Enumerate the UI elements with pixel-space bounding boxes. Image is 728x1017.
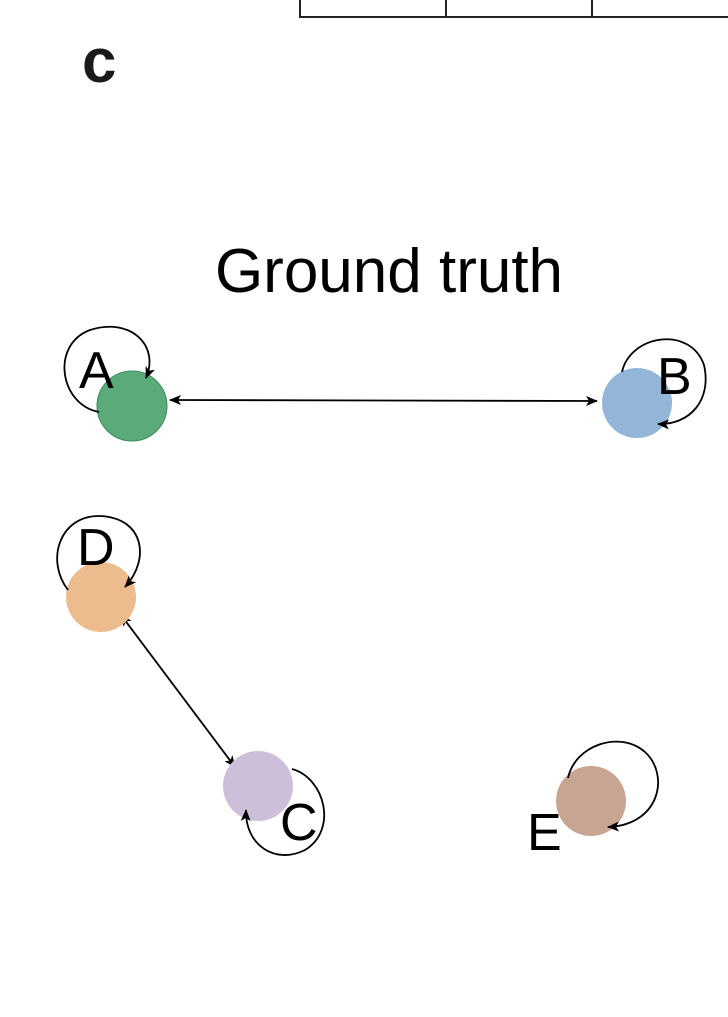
- panel-title: Ground truth: [215, 237, 563, 306]
- self-loop-a: [63, 325, 155, 413]
- self-loop-c: [240, 768, 326, 856]
- self-loop-d: [56, 515, 141, 591]
- node-e-circle: [556, 766, 626, 836]
- node-c-circle: [223, 751, 293, 821]
- edge-a-b: [169, 395, 598, 406]
- self-loop-b: [621, 338, 707, 430]
- edge-d-c: [120, 614, 236, 768]
- node-d-circle: [66, 562, 136, 632]
- node-e-label: E: [527, 804, 562, 862]
- edges: [120, 395, 598, 768]
- node-b-label: B: [657, 348, 692, 406]
- panel-letter: c: [82, 27, 116, 96]
- node-c-label: C: [280, 794, 318, 852]
- node-a-circle: [96, 370, 168, 442]
- self-loop-e: [567, 740, 659, 832]
- node-d-label: D: [77, 519, 115, 577]
- previous-panel-table-edge: [299, 0, 728, 18]
- node-a-label: A: [79, 342, 114, 400]
- node-b-circle: [602, 368, 672, 438]
- self-loops: [56, 325, 707, 856]
